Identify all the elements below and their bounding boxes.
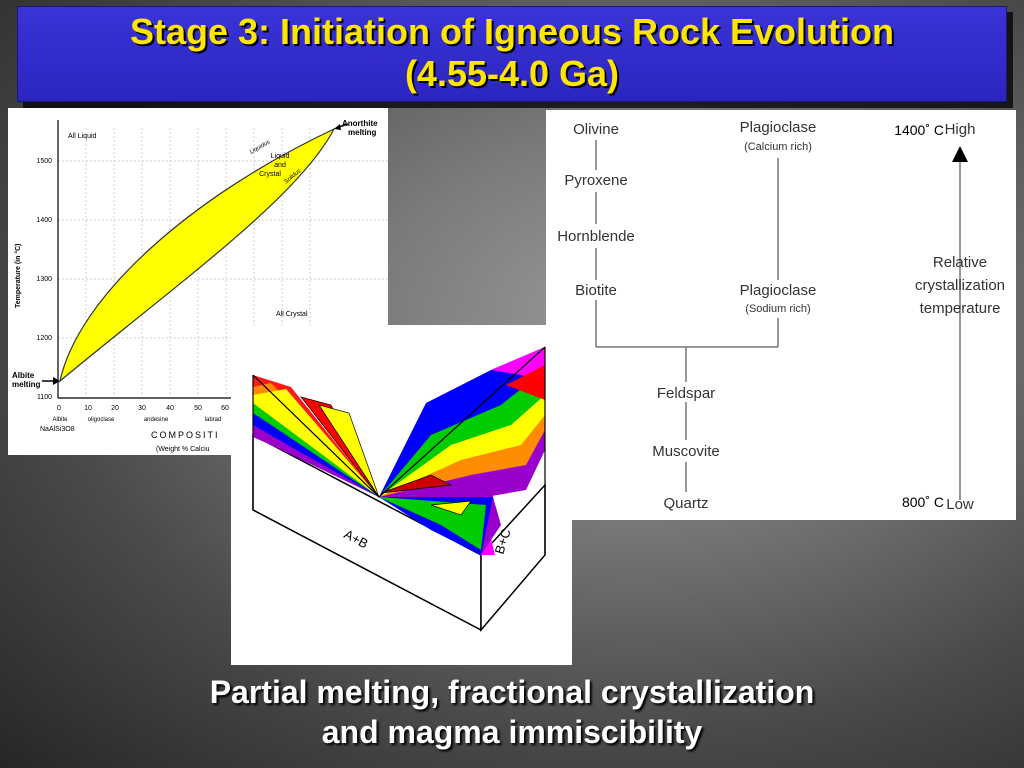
low-label: Low (946, 496, 974, 513)
x-name-labradorite: labrad (205, 417, 222, 423)
relative-label-3: temperature (920, 300, 1001, 317)
mineral-pyroxene: Pyroxene (564, 172, 627, 189)
temp-high-label: 1400˚ C (894, 122, 944, 138)
y-tick: 1300 (36, 276, 52, 283)
high-label: High (945, 121, 976, 138)
right-band-stack (379, 347, 545, 503)
albite-melting-label-2: melting (12, 380, 41, 389)
x-name-oligoclase: oligoclase (88, 417, 115, 423)
temp-low-label: 800˚ C (902, 494, 944, 510)
title-banner: Stage 3: Initiation of Igneous Rock Evol… (17, 6, 1007, 102)
y-tick: 1400 (36, 217, 52, 224)
anorthite-melting-label-2: melting (348, 128, 377, 137)
liquid-crystal-label-3: Crystal (259, 171, 281, 178)
y-axis-label: Temperature (in °C) (14, 243, 22, 308)
slide-title-line1: Stage 3: Initiation of Igneous Rock Evol… (129, 11, 895, 52)
x-tick: 10 (84, 405, 92, 412)
phase-diagram: 1500 1400 1300 1200 1100 Temperature (in… (12, 119, 388, 453)
formula-label: NaAlSi3O8 (40, 426, 75, 433)
y-tick: 1500 (36, 158, 52, 165)
anorthite-arrowhead (334, 124, 341, 130)
ternary-block-panel: A+B B+C (231, 325, 572, 665)
x-axis-sublabel: (Weight % Calciu (156, 446, 210, 453)
mineral-plagioclase-ca: Plagioclase (740, 119, 817, 136)
x-axis-label: COMPOSITI (151, 430, 220, 440)
mineral-olivine: Olivine (573, 121, 619, 138)
relative-label-1: Relative (933, 254, 987, 271)
mineral-feldspar: Feldspar (657, 385, 715, 402)
mineral-plagioclase-na: Plagioclase (740, 282, 817, 299)
x-name-albite: Albite (52, 417, 68, 423)
caption-line1: Partial melting, fractional crystallizat… (209, 674, 815, 710)
y-tick: 1100 (37, 394, 52, 401)
bowen-series-diagram: Olivine Pyroxene Hornblende Biotite Plag… (557, 119, 1005, 513)
mineral-muscovite: Muscovite (652, 443, 720, 460)
plagioclase-na-sub: (Sodium rich) (745, 303, 810, 315)
albite-melting-label-1: Albite (12, 371, 35, 380)
anorthite-melting-label-1: Anorthite (342, 119, 378, 128)
liquidus-label: Liquidus (249, 139, 271, 155)
y-tick: 1200 (36, 335, 52, 342)
mineral-quartz: Quartz (663, 495, 708, 512)
all-crystal-label: All Crystal (276, 311, 308, 318)
x-tick: 40 (166, 405, 174, 412)
ternary-block-diagram: A+B B+C (252, 346, 546, 633)
x-tick: 50 (194, 405, 202, 412)
x-name-andesine: andesine (144, 417, 169, 423)
temperature-arrowhead (952, 146, 968, 162)
bottom-band-stack (379, 474, 501, 555)
bowen-series-panel: Olivine Pyroxene Hornblende Biotite Plag… (546, 110, 1016, 520)
liquid-crystal-label-1: Liquid (271, 153, 290, 160)
mineral-hornblende: Hornblende (557, 228, 635, 245)
mineral-biotite: Biotite (575, 282, 617, 299)
slide-caption: Partial melting, fractional crystallizat… (0, 672, 1024, 752)
x-tick: 60 (221, 405, 229, 412)
caption-line2: and magma immiscibility (321, 714, 703, 750)
x-tick: 20 (111, 405, 119, 412)
relative-label-2: crystallization (915, 277, 1005, 294)
plagioclase-ca-sub: (Calcium rich) (744, 141, 812, 153)
x-tick: 0 (57, 405, 61, 412)
phase-diagram-panel: 1500 1400 1300 1200 1100 Temperature (in… (8, 108, 388, 455)
all-liquid-label: All Liquid (68, 133, 97, 140)
x-tick: 30 (138, 405, 146, 412)
block-top-edge (252, 346, 546, 498)
albite-arrowhead (53, 377, 60, 385)
slide-title-line2: (4.55-4.0 Ga) (404, 53, 620, 94)
bowen-connectors (595, 140, 961, 500)
liquid-crystal-label-2: and (274, 162, 286, 169)
